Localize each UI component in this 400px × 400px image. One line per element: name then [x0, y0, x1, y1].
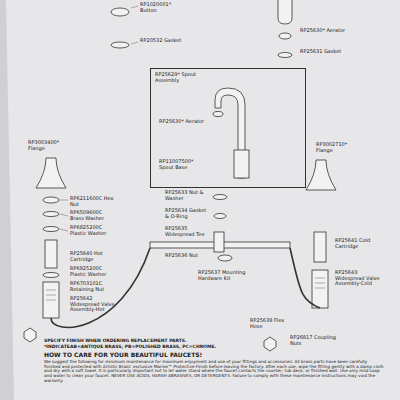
part-label: RP25635 Widespread Tee — [165, 226, 211, 237]
thread-line — [46, 290, 56, 291]
leader-line — [60, 214, 68, 216]
hex-nut-part — [43, 197, 59, 203]
note-text: AB=ANTIQUE BRASS, PB=POLISHED BRASS, PC=… — [70, 344, 250, 349]
thread-line — [315, 288, 325, 289]
gasket-part — [111, 42, 129, 48]
valve-body-part — [312, 270, 328, 308]
part-label: RP25641 Cold Cartridge — [335, 238, 383, 249]
aerator-part — [213, 112, 223, 117]
spout-base-part — [234, 150, 249, 178]
aerator-part — [279, 33, 291, 39]
nut-part — [218, 255, 232, 261]
part-label: RP1020001* Button — [140, 2, 186, 13]
flange-part — [36, 158, 66, 188]
thread-line — [315, 283, 325, 284]
part-label: RP25630* Aerator — [159, 119, 205, 125]
part-label: RP26817 Coupling Nuts — [290, 335, 336, 346]
tee-center-part — [214, 232, 224, 252]
cartridge-part — [314, 232, 326, 262]
gasket-part — [278, 53, 292, 58]
note-text: SPECIFY FINISH WHEN ORDERING REPLACEMENT… — [44, 338, 204, 343]
part-label: RP25638 Flex Hose — [250, 318, 296, 329]
part-label: RP25633 Nut & Washer — [165, 190, 211, 201]
thread-line — [315, 278, 325, 279]
part-label: RP3002710* Flange — [316, 142, 364, 153]
part-label: RP3003400* Flange — [28, 140, 76, 151]
leader-line — [131, 42, 138, 44]
part-label: RP25634 Gasket & O-Ring — [165, 208, 211, 219]
spout-top-part — [278, 0, 292, 24]
coupling-nut-part — [264, 337, 276, 351]
assembly-box: RP25629* Spout AssemblyRP25630* AeratorR… — [150, 68, 306, 188]
part-label: RP6211600C Hex Nut — [70, 196, 116, 207]
leader-line — [60, 200, 68, 201]
part-label: RP20532 Gasket — [140, 38, 186, 44]
part-label: RP25629* Spout Assembly — [155, 72, 201, 83]
part-label: RP25631 Gasket — [300, 49, 346, 55]
part-label: RP25637 Mounting Hardware Kit — [198, 270, 248, 281]
part-label: RP6825200C Plastic Washer — [70, 266, 116, 277]
part-label: RP25642 Widespread Valve Assembly-Hot — [70, 296, 116, 313]
thread-line — [46, 295, 56, 296]
nut-washer-part — [213, 195, 227, 200]
leader-line — [60, 229, 68, 231]
button-part — [111, 8, 129, 16]
note-text: We suggest the following for minimum mai… — [44, 360, 384, 384]
washer-part — [43, 227, 59, 232]
part-label: RP6825200C Plastic Washer — [70, 225, 116, 236]
part-label: RP25630* Aerator — [300, 28, 346, 34]
valve-body-part — [43, 282, 59, 318]
part-label: RP25636 Nut — [165, 253, 209, 259]
note-text: HOW TO CARE FOR YOUR BEAUTIFUL FAUCETS! — [44, 352, 244, 359]
coupling-nut-part — [24, 328, 36, 342]
part-label: RP25643 Widespread Valve Assembly-Cold — [335, 270, 387, 287]
part-label: RP25640 Hot Cartridge — [70, 251, 116, 262]
flange-part — [306, 160, 336, 190]
cartridge-part — [45, 240, 57, 268]
thread-line — [46, 300, 56, 301]
washer-part — [43, 212, 59, 217]
flex-hose-part — [51, 248, 150, 327]
note-text: *INDICATE — [44, 344, 74, 349]
part-label: RP6703101C Retaining Nut — [70, 281, 116, 292]
leader-line — [131, 6, 138, 8]
part-label: RP11007500* Spout Base — [159, 159, 205, 170]
paper-sheet — [6, 0, 400, 400]
o-ring-part — [214, 214, 226, 219]
part-label: RP6509600C Brass Washer — [70, 210, 116, 221]
washer-part — [43, 273, 59, 278]
